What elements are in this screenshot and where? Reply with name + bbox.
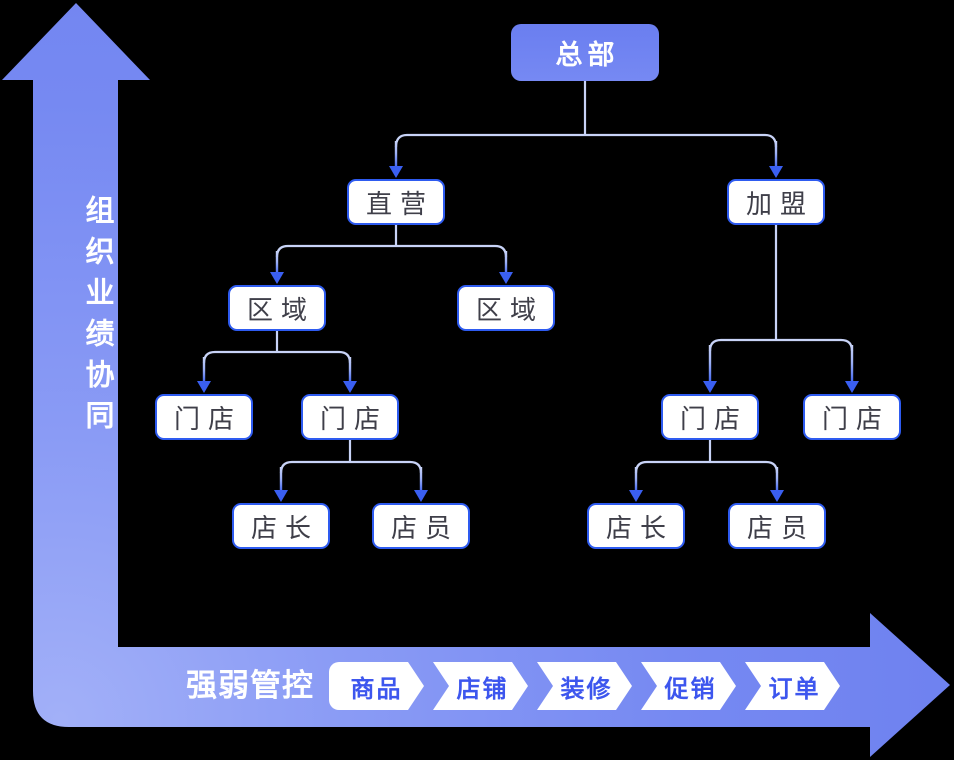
horizontal-axis-label: 强弱管控: [186, 668, 314, 703]
org-node-store-4: 门店: [803, 394, 901, 440]
org-node-direct-operation: 直营: [347, 179, 445, 225]
connector-drops: [202, 141, 854, 492]
flow-step-order: 订单: [745, 662, 840, 710]
org-node-region-2: 区域: [457, 285, 555, 331]
org-node-region-1: 区域: [228, 285, 326, 331]
flow-steps: 商品 店铺 装修 促销 订单: [329, 662, 840, 710]
vertical-axis-label: 组织业绩协同: [81, 195, 113, 441]
org-node-clerk-2: 店员: [728, 503, 826, 549]
org-node-clerk-1: 店员: [372, 503, 470, 549]
flow-step-decoration: 装修: [537, 662, 632, 710]
org-node-headquarters: 总部: [511, 24, 659, 81]
org-node-franchise: 加盟: [727, 179, 825, 225]
org-node-manager-1: 店长: [232, 503, 330, 549]
flow-step-store: 店铺: [433, 662, 528, 710]
connector-arrowheads: [197, 166, 859, 502]
flow-step-goods: 商品: [329, 662, 424, 710]
org-node-store-2: 门店: [301, 394, 399, 440]
org-node-manager-2: 店长: [587, 503, 685, 549]
flow-step-promotion: 促销: [641, 662, 736, 710]
axis-arrow-shape: [2, 3, 950, 757]
org-node-store-3: 门店: [661, 394, 759, 440]
org-node-store-1: 门店: [155, 394, 253, 440]
